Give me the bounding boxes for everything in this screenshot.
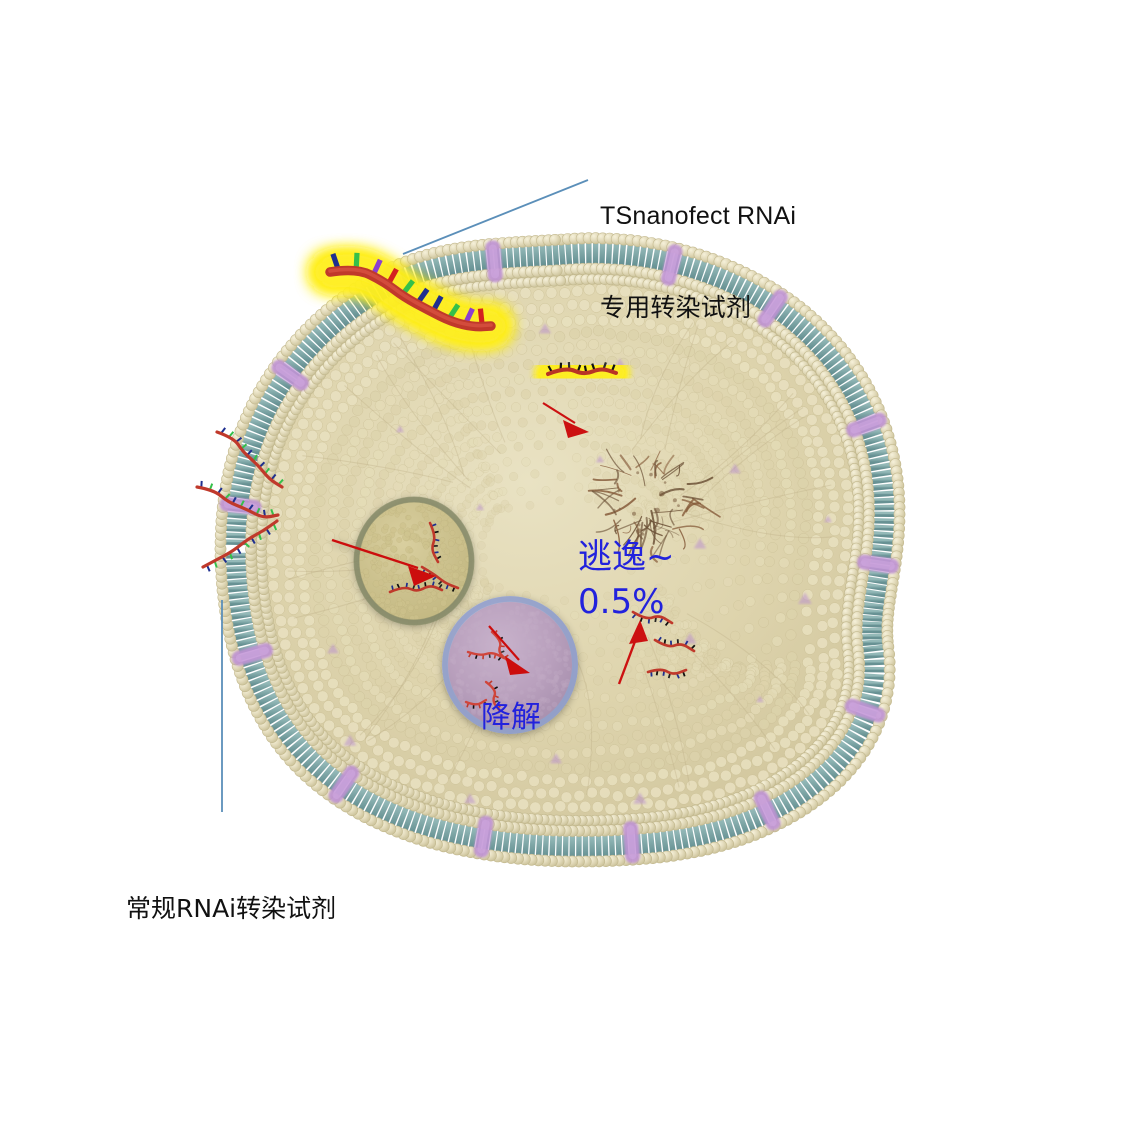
label-tsnanofect: TSnanofect RNAi 专用转染试剂 — [600, 140, 796, 384]
arrow-into-lysosome — [488, 625, 530, 675]
arrow-into-endosome — [331, 538, 436, 586]
lysosome — [442, 596, 578, 734]
risc-tangle-cluster — [587, 448, 721, 563]
tsnanofect-rnai-complex — [313, 252, 508, 343]
delivered-rnai-complex — [538, 360, 626, 384]
leader-line-top — [402, 179, 589, 255]
degraded-rnai — [464, 630, 509, 713]
free-rnai-strands-outside — [195, 427, 284, 572]
arrow-escape — [617, 620, 648, 685]
cell-body — [214, 232, 906, 868]
label-conventional-reagent-line1: 常规RNAi转染试剂 — [126, 894, 337, 923]
label-tsnanofect-line2: 专用转染试剂 — [600, 292, 752, 322]
label-tsnanofect-line1: TSnanofect RNAi — [600, 202, 797, 230]
annotation-degradation: 降解 — [481, 700, 541, 735]
escaped-rnai-strands — [631, 610, 696, 679]
arrow-delivery-inward — [542, 402, 589, 438]
annotation-escape-line2: 0.5% — [578, 582, 664, 622]
trapped-rnai — [388, 521, 460, 594]
plasma-membrane — [214, 232, 906, 868]
annotation-escape-line1: 逃逸~ — [578, 537, 675, 577]
endosome — [331, 496, 475, 626]
label-conventional-reagent: 常规RNAi转染试剂 — [126, 833, 336, 986]
